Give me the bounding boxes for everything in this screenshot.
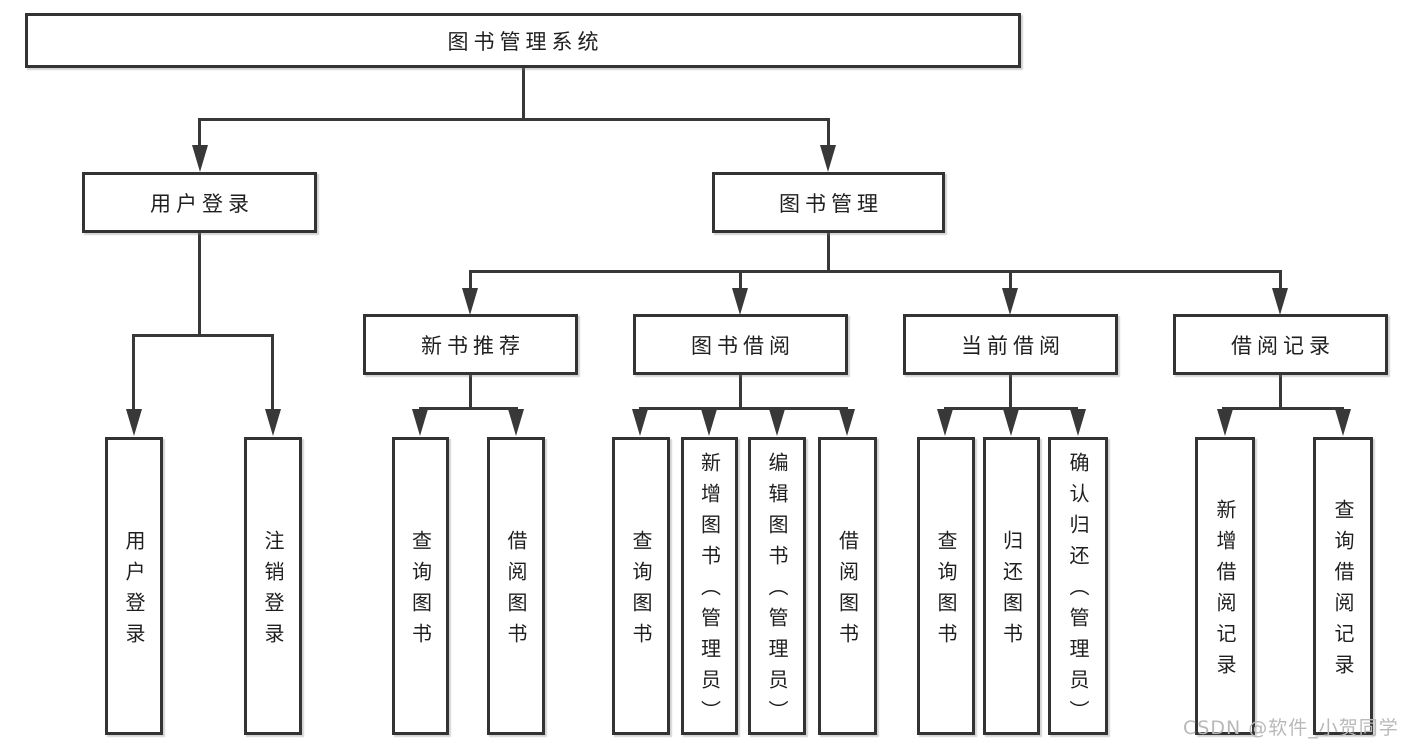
arrow-down-icon (265, 409, 281, 436)
connector-line (132, 334, 135, 412)
arrow-down-icon (937, 409, 953, 436)
leaf-add-books-admin: 新增图书（管理员） (681, 437, 738, 735)
connector-line (132, 334, 274, 337)
arrow-down-icon (732, 288, 748, 315)
leaf-add-books-admin-label: 新增图书（管理员） (697, 452, 722, 731)
node-book-borrowing-label: 图书借阅 (691, 333, 795, 358)
connector-line (469, 375, 472, 409)
arrow-down-icon (820, 145, 836, 172)
leaf-borrow-books-2: 借阅图书 (818, 437, 877, 735)
arrow-down-icon (126, 409, 142, 436)
node-new-book-recommend-label: 新书推荐 (421, 333, 525, 358)
connector-line (827, 233, 830, 273)
leaf-borrow-books-1-label: 借阅图书 (504, 529, 528, 654)
connector-line (1279, 270, 1282, 290)
leaf-borrow-books-2-label: 借阅图书 (835, 529, 860, 654)
leaf-user-login-label: 用户登录 (122, 529, 146, 654)
leaf-confirm-return-admin: 确认归还（管理员） (1048, 437, 1108, 735)
arrow-down-icon (1217, 409, 1233, 436)
connector-line (271, 334, 274, 412)
connector-line (198, 233, 201, 337)
node-book-borrowing: 图书借阅 (633, 314, 848, 375)
connector-line (739, 375, 742, 409)
connector-line (469, 270, 472, 290)
arrow-down-icon (192, 145, 208, 172)
node-book-management: 图书管理 (712, 172, 945, 233)
node-user-login-label: 用户登录 (150, 191, 254, 216)
arrow-down-icon (1003, 409, 1019, 436)
node-book-management-label: 图书管理 (779, 191, 883, 216)
leaf-query-borrow-record: 查询借阅记录 (1313, 437, 1373, 735)
leaf-add-borrow-record: 新增借阅记录 (1195, 437, 1255, 735)
leaf-add-borrow-record-label: 新增借阅记录 (1213, 498, 1237, 685)
node-borrow-records-label: 借阅记录 (1231, 333, 1335, 358)
arrow-down-icon (462, 288, 478, 315)
connector-line (1009, 270, 1012, 290)
connector-line (827, 118, 830, 148)
connector-line (198, 118, 830, 121)
leaf-query-books-2: 查询图书 (612, 437, 670, 735)
leaf-query-books-3: 查询图书 (917, 437, 975, 735)
leaf-logout: 注销登录 (244, 437, 302, 735)
arrow-down-icon (412, 409, 428, 436)
connector-line (1222, 407, 1344, 410)
watermark-text: CSDN @软件_小贺同学 (1183, 717, 1399, 739)
node-current-borrowing-label: 当前借阅 (961, 333, 1065, 358)
leaf-query-books-1: 查询图书 (392, 437, 449, 735)
leaf-return-books: 归还图书 (983, 437, 1040, 735)
connector-line (419, 407, 518, 410)
node-user-login: 用户登录 (82, 172, 317, 233)
arrow-down-icon (769, 409, 785, 436)
leaf-query-books-3-label: 查询图书 (934, 529, 958, 654)
leaf-return-books-label: 归还图书 (999, 529, 1024, 654)
connector-line (1279, 375, 1282, 409)
node-library-system: 图书管理系统 (25, 13, 1021, 68)
connector-line (1009, 375, 1012, 409)
arrow-down-icon (632, 409, 648, 436)
leaf-confirm-return-admin-label: 确认归还（管理员） (1066, 452, 1090, 731)
arrow-down-icon (1272, 288, 1288, 315)
leaf-user-login: 用户登录 (105, 437, 163, 735)
node-new-book-recommend: 新书推荐 (363, 314, 578, 375)
node-current-borrowing: 当前借阅 (903, 314, 1118, 375)
arrow-down-icon (701, 409, 717, 436)
arrow-down-icon (839, 409, 855, 436)
node-borrow-records: 借阅记录 (1173, 314, 1388, 375)
connector-line (639, 407, 848, 410)
node-library-system-label: 图书管理系统 (447, 29, 604, 54)
arrow-down-icon (1002, 288, 1018, 315)
leaf-borrow-books-1: 借阅图书 (487, 437, 545, 735)
leaf-query-books-2-label: 查询图书 (629, 529, 653, 654)
connector-line (522, 68, 525, 120)
leaf-edit-books-admin: 编辑图书（管理员） (748, 437, 806, 735)
arrow-down-icon (1335, 409, 1351, 436)
connector-line (198, 118, 201, 148)
leaf-logout-label: 注销登录 (261, 529, 285, 654)
connector-line (944, 407, 1078, 410)
leaf-edit-books-admin-label: 编辑图书（管理员） (765, 452, 789, 731)
leaf-query-books-1-label: 查询图书 (408, 529, 433, 654)
arrow-down-icon (1070, 409, 1086, 436)
arrow-down-icon (508, 409, 524, 436)
leaf-query-borrow-record-label: 查询借阅记录 (1331, 498, 1355, 685)
connector-line (469, 270, 1282, 273)
connector-line (739, 270, 742, 290)
